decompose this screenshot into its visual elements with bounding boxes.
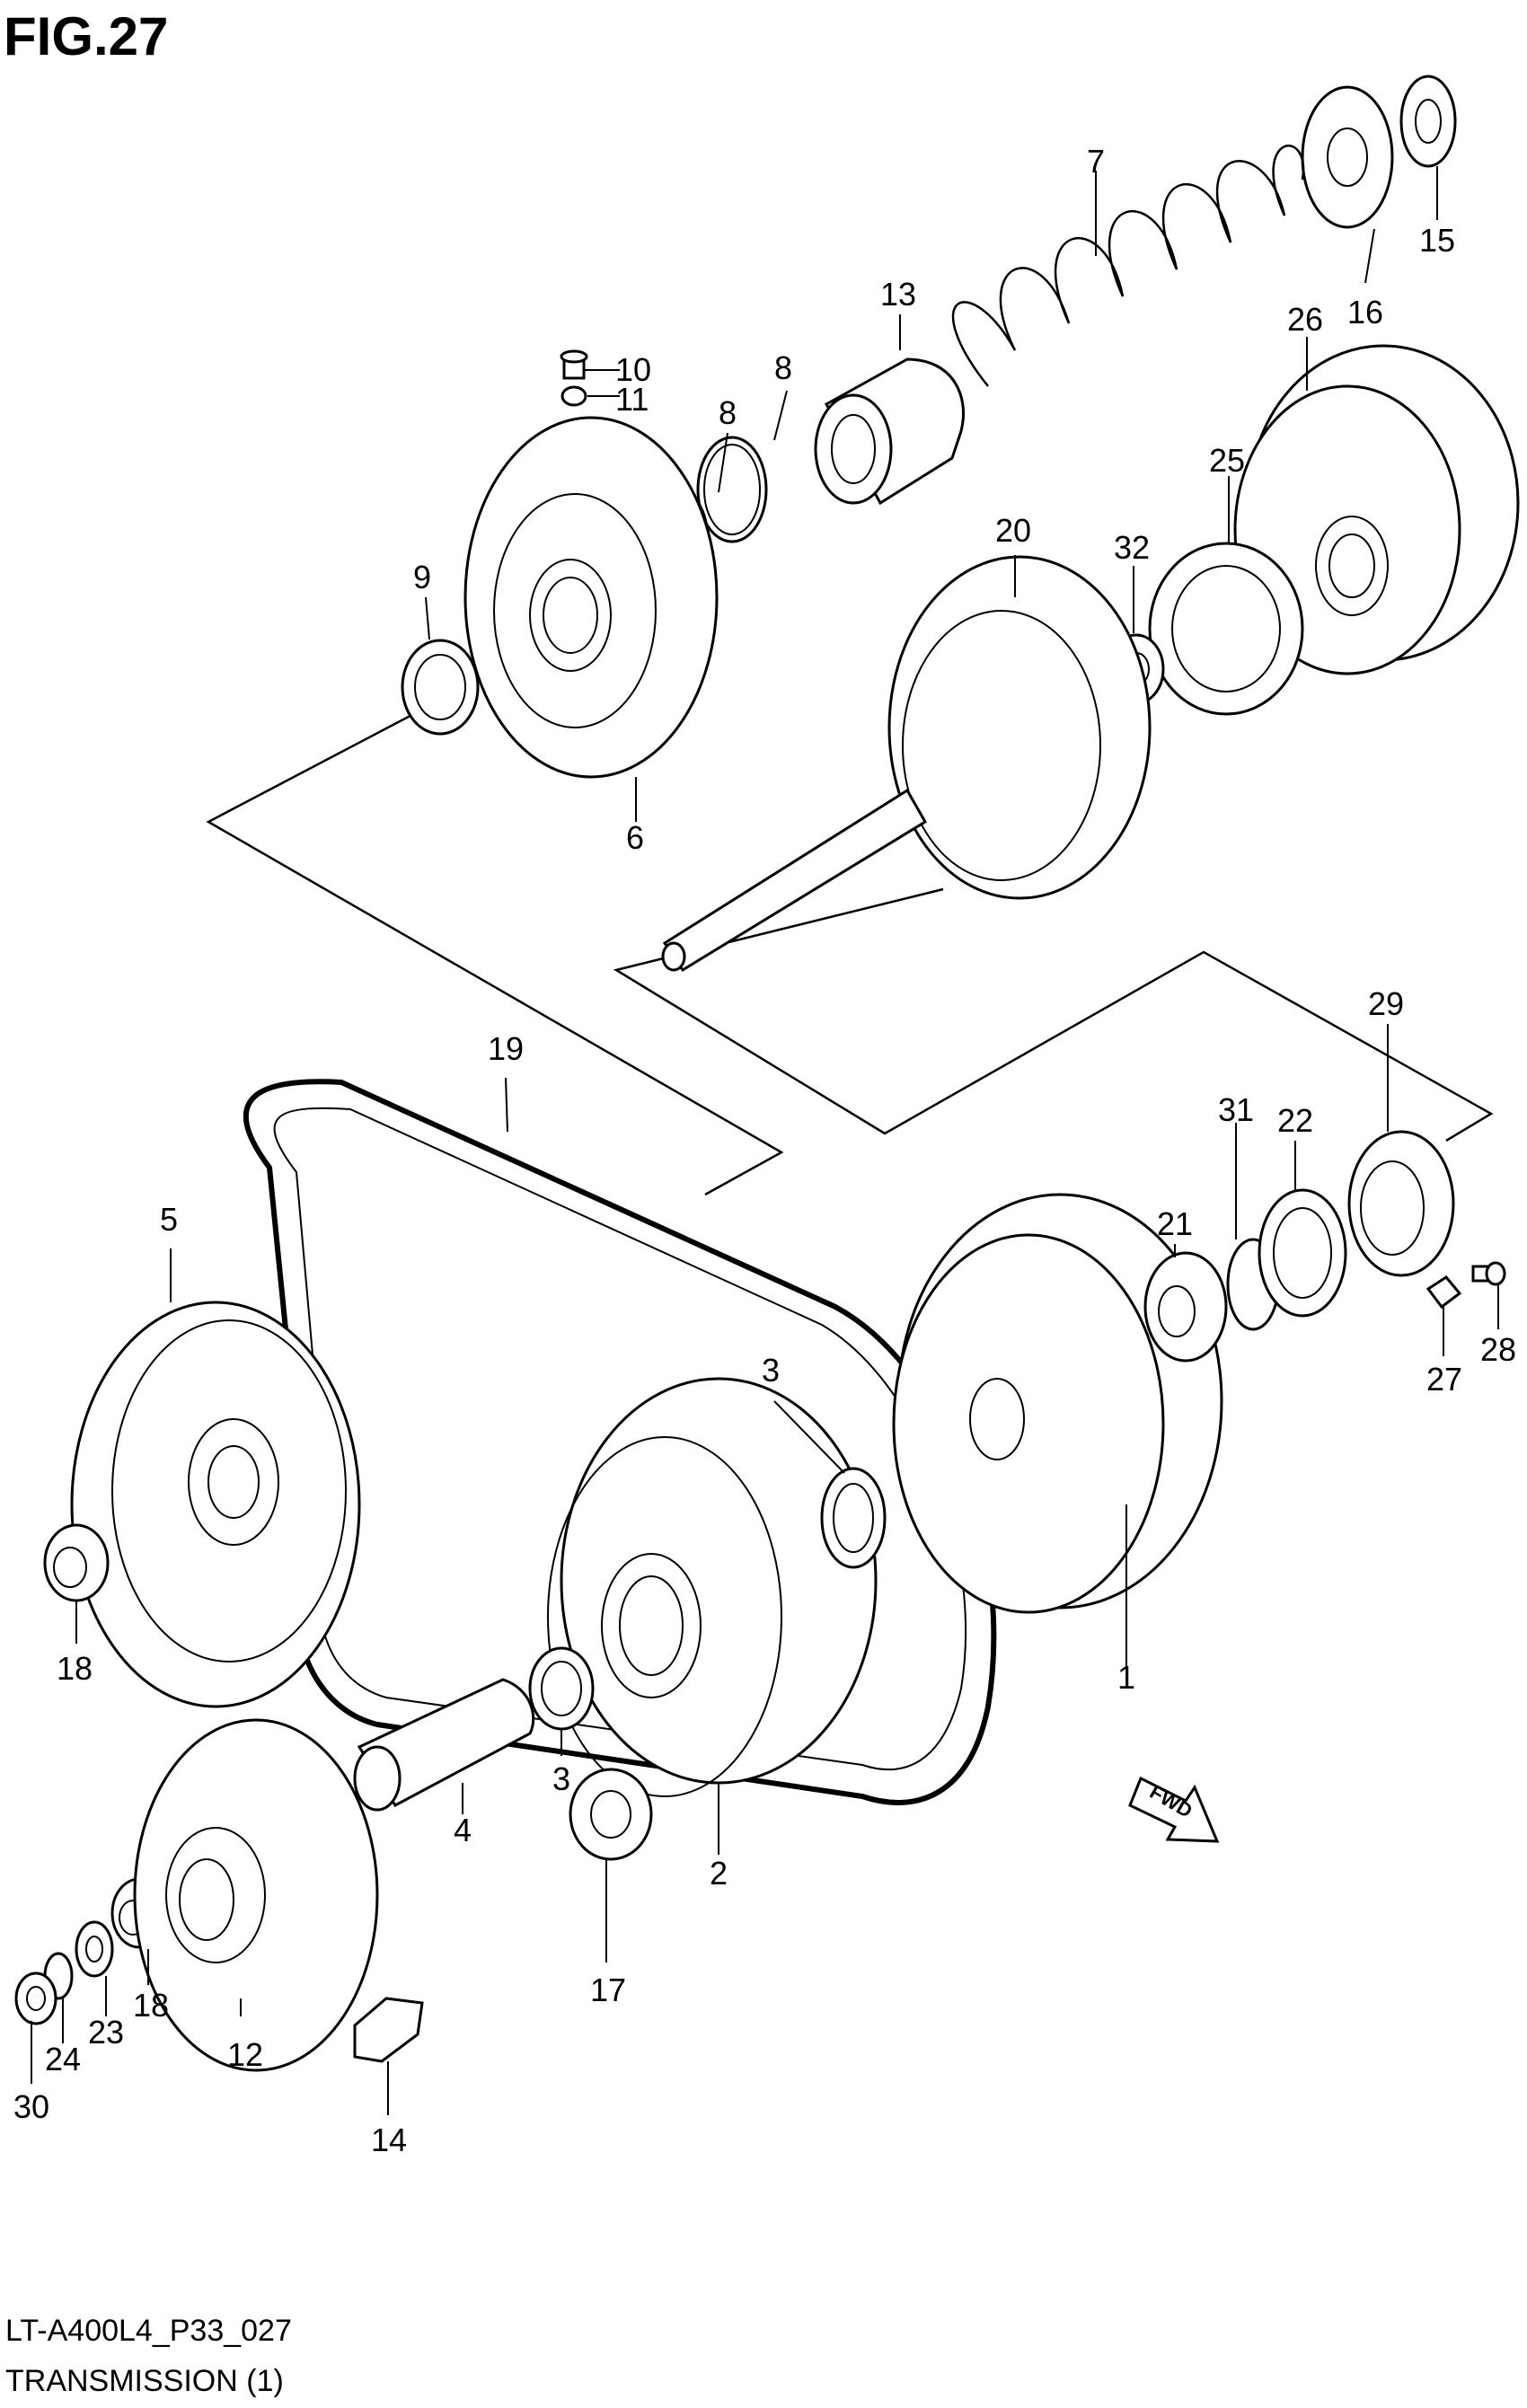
part-3-washer-upper — [820, 1467, 887, 1569]
section-title: TRANSMISSION (1) — [5, 2364, 284, 2398]
part-25-one-way-clutch — [1148, 542, 1304, 716]
part-13-sleeve — [814, 357, 965, 506]
callout-22: 22 — [1277, 1102, 1313, 1139]
callout-5: 5 — [160, 1201, 178, 1238]
callout-7: 7 — [1087, 143, 1105, 180]
callout-14: 14 — [371, 2121, 407, 2158]
callout-15: 15 — [1419, 222, 1455, 259]
part-16-washer — [1301, 85, 1394, 229]
callout-1: 1 — [1117, 1659, 1135, 1696]
part-9-ring — [401, 639, 480, 736]
callout-leader-lines — [31, 166, 1499, 2115]
callout-2: 2 — [710, 1855, 728, 1892]
callout-9: 9 — [413, 559, 431, 595]
callout-31: 31 — [1218, 1091, 1254, 1128]
callout-6: 6 — [626, 819, 644, 856]
callout-32: 32 — [1114, 529, 1150, 566]
callout-19: 19 — [488, 1030, 524, 1067]
part-15-lock-washer — [1399, 75, 1457, 168]
part-17-bearing — [569, 1768, 653, 1861]
callout-4: 4 — [454, 1812, 472, 1848]
part-27-retainer — [1425, 1275, 1462, 1310]
part-30-seal — [14, 1971, 57, 2025]
fwd-direction-arrow: FWD — [1128, 1776, 1220, 1843]
callout-3-lower: 3 — [552, 1760, 570, 1797]
part-23-nut — [75, 1920, 114, 1978]
callout-3-upper: 3 — [762, 1352, 780, 1389]
callout-25: 25 — [1209, 442, 1245, 479]
callout-8-upper: 8 — [774, 349, 792, 386]
part-5-drive-face — [70, 1301, 361, 1708]
part-6-sheave — [463, 416, 719, 779]
callout-17: 17 — [590, 1971, 626, 2008]
part-18-bearing-left — [43, 1523, 110, 1602]
part-4-spacer — [353, 1678, 535, 1812]
part-10-pin — [560, 349, 588, 380]
part-28-screw — [1471, 1261, 1506, 1286]
part-29-bearing — [1347, 1130, 1455, 1277]
part-14-slide-piece — [353, 1997, 424, 2063]
part-20-clutch-drum — [661, 555, 1152, 973]
part-19-drive-belt — [243, 1079, 997, 1805]
callout-11: 11 — [615, 381, 649, 418]
part-22-oil-seal — [1258, 1188, 1347, 1318]
part-7-spring — [951, 145, 1305, 387]
part-21-collar — [1143, 1251, 1228, 1363]
callout-23: 23 — [88, 2014, 124, 2051]
callout-24: 24 — [45, 2041, 81, 2077]
callout-10: 10 — [615, 351, 651, 388]
callout-16: 16 — [1347, 294, 1383, 331]
part-1-fan-driven-face — [892, 1193, 1223, 1614]
callout-28: 28 — [1480, 1331, 1516, 1368]
callout-20: 20 — [995, 512, 1031, 549]
callout-30: 30 — [13, 2088, 49, 2125]
callout-13: 13 — [880, 276, 916, 313]
callout-8-lower: 8 — [719, 394, 737, 431]
callout-12: 12 — [227, 2036, 263, 2073]
part-11-bush — [560, 385, 587, 407]
part-2-movable-drive-face — [547, 1377, 878, 1797]
callout-21: 21 — [1157, 1205, 1193, 1242]
part-3-washer-lower — [528, 1646, 595, 1731]
figure-title: FIG.27 — [4, 6, 169, 66]
callout-29: 29 — [1368, 985, 1404, 1022]
drawing-code: LT-A400L4_P33_027 — [5, 2314, 292, 2348]
part-12-cooling-fan — [133, 1718, 379, 2072]
callout-18-left: 18 — [57, 1650, 93, 1687]
callout-numbers: 1 2 3 3 4 5 6 7 8 8 9 10 11 12 13 14 15 … — [13, 143, 1516, 2158]
callout-27: 27 — [1426, 1361, 1462, 1398]
callout-26: 26 — [1287, 301, 1323, 338]
callout-18-lower: 18 — [133, 1987, 169, 2024]
